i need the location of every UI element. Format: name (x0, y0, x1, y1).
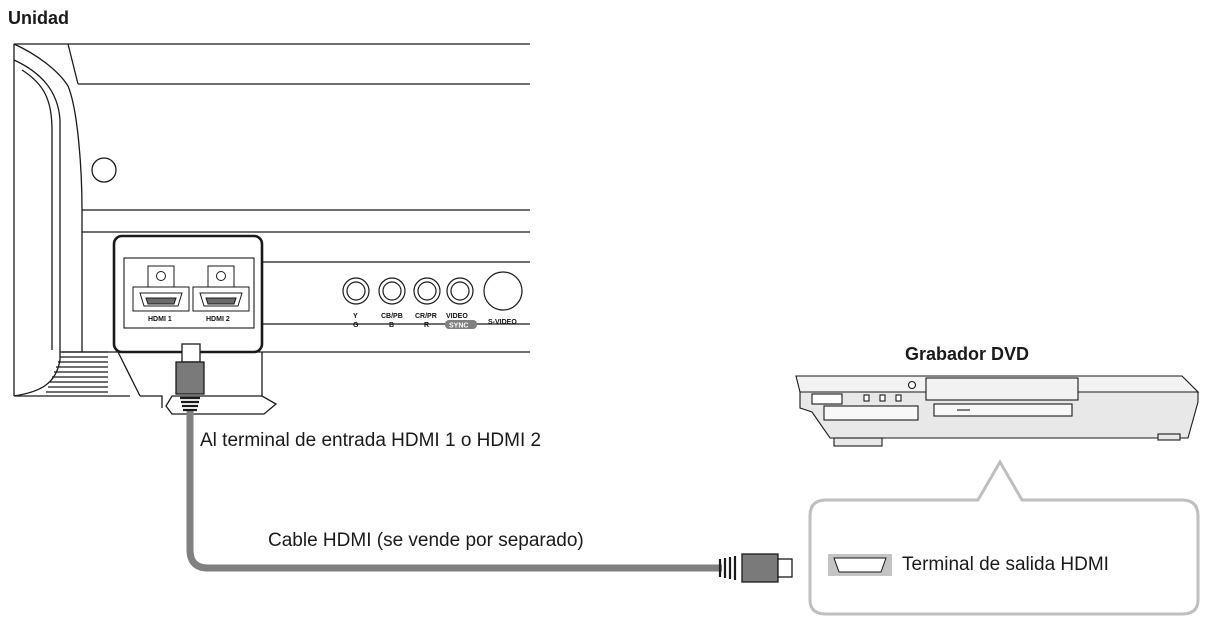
hdmi-output-port-icon (828, 554, 892, 576)
projector-unit (13, 43, 530, 415)
jack-video-label-top: VIDEO (446, 313, 468, 320)
component-jacks (342, 271, 523, 311)
cable-connector-unit (175, 343, 205, 412)
output-terminal-callout (808, 459, 1200, 616)
cable-label: Cable HDMI (se vende por separado) (268, 530, 584, 551)
sensor-circle (91, 157, 117, 183)
output-terminal-label: Terminal de salida HDMI (902, 554, 1109, 575)
input-terminal-label: Al terminal de entrada HDMI 1 o HDMI 2 (200, 430, 542, 451)
jack-video-label-bottom: SYNC (449, 323, 468, 330)
jack-y-label-top: Y (353, 313, 358, 320)
unit-label: Unidad (8, 8, 69, 28)
dvd-recorder-label: Grabador DVD (905, 344, 1030, 364)
dvd-recorder (795, 375, 1200, 447)
vent-grille (46, 351, 108, 393)
sync-badge (445, 320, 477, 329)
hdmi2-port (192, 265, 250, 312)
cable-connector-dvd (718, 553, 793, 583)
jack-cr-label-bottom: R (424, 322, 429, 329)
hdmi1-port-label: HDMI 1 (148, 316, 172, 323)
hdmi-cable (186, 410, 722, 572)
jack-cr-label-top: CR/PR (415, 313, 437, 320)
jack-labels: Y G CB/PB B CR/PR R VIDEO SYNC S-VIDEO (353, 313, 517, 330)
jack-svideo-label: S-VIDEO (488, 319, 517, 326)
hdmi1-port (132, 265, 190, 312)
jack-cb-label-bottom: B (389, 322, 394, 329)
jack-y-label-bottom: G (353, 322, 359, 329)
hdmi2-port-label: HDMI 2 (206, 316, 230, 323)
jack-svideo (483, 271, 523, 311)
jack-cb-label-top: CB/PB (381, 313, 403, 320)
